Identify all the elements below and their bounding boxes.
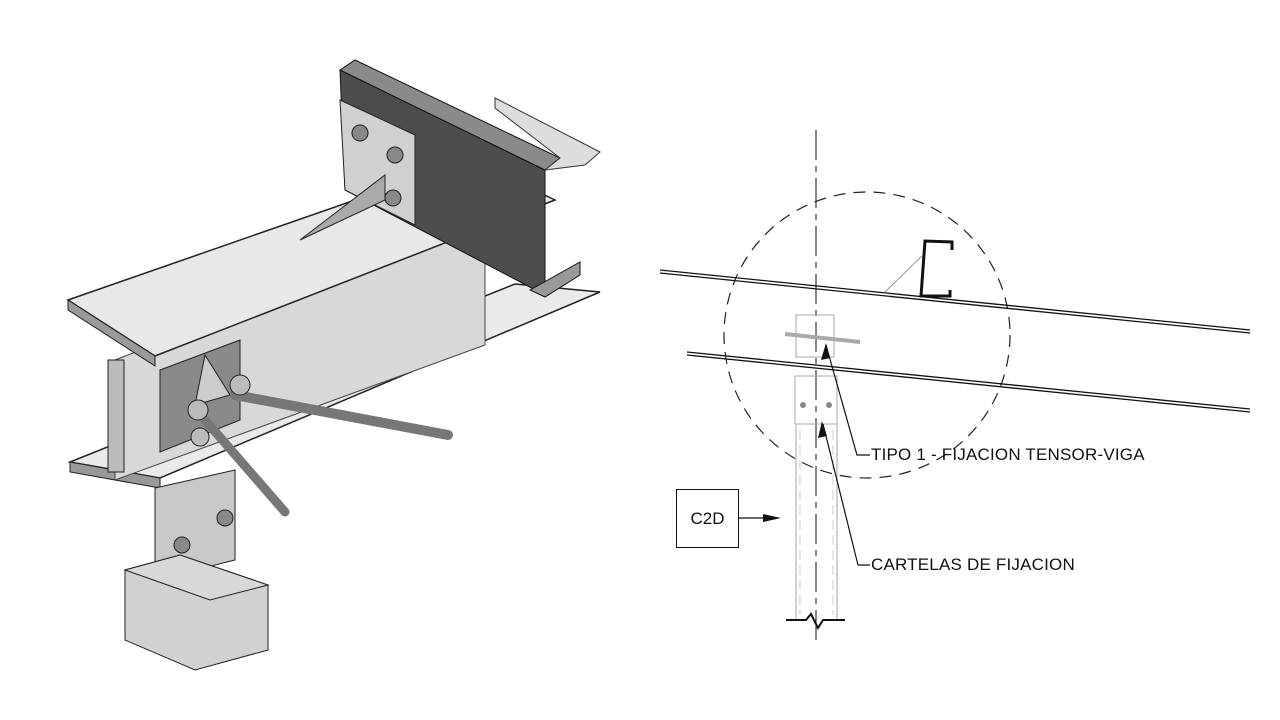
beam-line: [686, 351, 1251, 410]
tensor-rod: [230, 390, 453, 440]
beam-line: [659, 269, 1251, 331]
leader-cartelas: [822, 423, 870, 566]
arrowhead: [821, 343, 830, 360]
bolt-icon: [384, 189, 402, 207]
tensor-gusset: [194, 353, 231, 406]
arrowhead: [763, 514, 781, 522]
detail-circle: [723, 191, 1011, 479]
purlin-far: [494, 97, 601, 171]
nut-icon: [190, 427, 210, 447]
top-flange-edge: [67, 299, 156, 367]
column-box-top: [123, 554, 270, 601]
break-symbol: [786, 612, 845, 631]
tensor-rod: [200, 415, 290, 517]
nut-icon: [229, 374, 251, 396]
bolt-icon: [216, 509, 234, 527]
section-tag-c2d: C2D: [676, 489, 739, 548]
bolt-icon: [173, 536, 191, 554]
purlin-bottom: [528, 261, 581, 298]
gusset: [299, 173, 386, 241]
column-plate: [154, 469, 236, 581]
callout-cartelas: CARTELAS DE FIJACION: [871, 555, 1075, 574]
purlin-section: [919, 239, 954, 298]
beam-line: [659, 272, 1251, 334]
bolt-icon: [826, 402, 832, 408]
arrowhead: [818, 421, 827, 438]
callout-tipo1: TIPO 1 - FIJACION TENSOR-VIGA: [871, 445, 1145, 464]
tensor-plan: [784, 332, 861, 344]
gusset-plate-plan: [794, 375, 838, 425]
leader-tipo1: [825, 344, 870, 456]
bolt-icon: [800, 402, 806, 408]
nut-icon: [187, 399, 209, 421]
bolt-icon: [386, 146, 404, 164]
bolt-icon: [351, 124, 369, 142]
beam-line: [686, 354, 1251, 413]
web-front: [107, 359, 125, 473]
purlin-gusset: [884, 255, 923, 293]
